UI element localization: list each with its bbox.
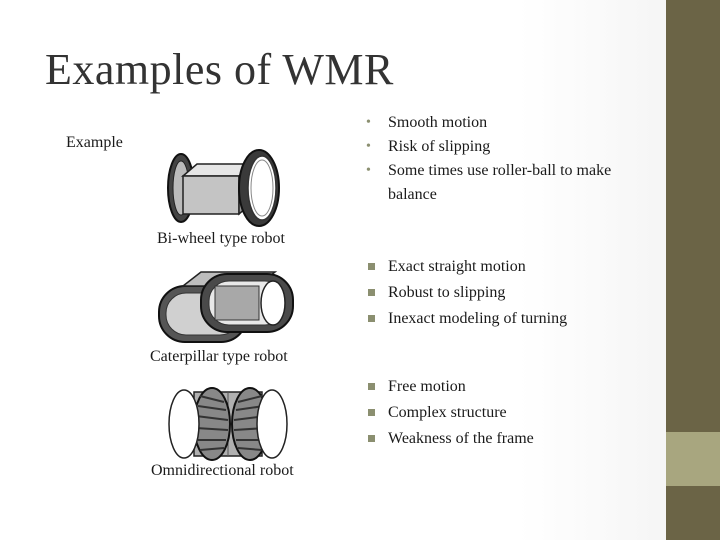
list-item: Some times use roller-ball to make balan… [366, 159, 626, 207]
list-item: Weakness of the frame [366, 426, 534, 452]
decorative-sidebar [666, 0, 720, 540]
bullet-list-caterpillar: Exact straight motion Robust to slipping… [366, 254, 567, 332]
sidebar-block-top [666, 0, 720, 432]
robot-caption-bi-wheel: Bi-wheel type robot [157, 230, 285, 247]
bullet-list-omnidirectional: Free motion Complex structure Weakness o… [366, 374, 534, 452]
list-item: Inexact modeling of turning [366, 306, 567, 332]
list-item: Complex structure [366, 400, 534, 426]
omnidirectional-robot-icon [168, 387, 288, 461]
sidebar-block-bottom [666, 486, 720, 540]
slide-title: Examples of WMR [45, 45, 394, 94]
caterpillar-robot-icon [158, 271, 294, 343]
robot-caption-caterpillar: Caterpillar type robot [150, 348, 288, 365]
list-item: Free motion [366, 374, 534, 400]
list-item: Exact straight motion [366, 254, 567, 280]
list-item: Robust to slipping [366, 280, 567, 306]
bullet-list-bi-wheel: Smooth motion Risk of slipping Some time… [366, 111, 626, 207]
sidebar-block-middle [666, 432, 720, 486]
list-item: Risk of slipping [366, 135, 626, 159]
bi-wheel-robot-icon [167, 149, 280, 227]
robot-caption-omnidirectional: Omnidirectional robot [151, 462, 294, 479]
list-item: Smooth motion [366, 111, 626, 135]
example-label: Example [66, 134, 123, 151]
